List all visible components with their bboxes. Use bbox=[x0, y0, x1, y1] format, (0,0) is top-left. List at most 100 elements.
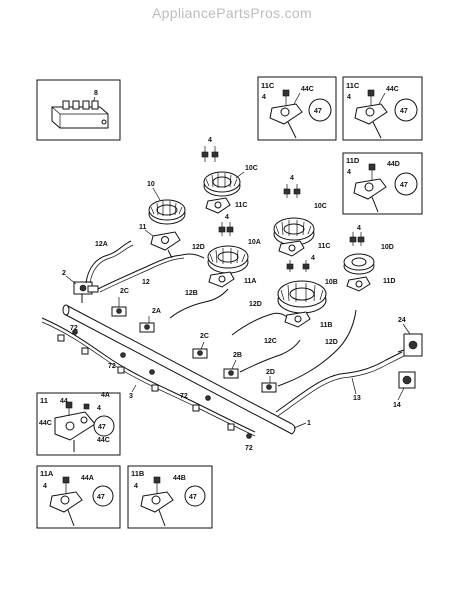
electrode-cap-icon bbox=[92, 485, 114, 507]
inset-11c-right-part: 44C bbox=[386, 86, 399, 93]
inset-11b-screw: 4 bbox=[134, 483, 138, 490]
callout-2b: 2B bbox=[233, 352, 242, 359]
gas-tube-12c bbox=[239, 339, 301, 373]
callout-10c-top: 10C bbox=[245, 165, 258, 172]
burner-10c-right bbox=[273, 217, 315, 246]
electrode-cap-icon bbox=[184, 485, 206, 507]
callout-24: 24 bbox=[398, 317, 406, 324]
inset-11d-title: 11D bbox=[346, 156, 360, 165]
igniter-11c-top bbox=[205, 197, 231, 214]
inset-11a: 11A 4 44A 47 bbox=[36, 465, 121, 529]
inset-11: 11 44 4A 44C 44C 4 47 bbox=[36, 392, 121, 456]
screws-4-mid bbox=[218, 222, 234, 236]
igniter-icon bbox=[354, 89, 388, 139]
callout-11c-top: 11C bbox=[235, 202, 247, 209]
inset-11c-left-title: 11C bbox=[261, 81, 275, 90]
inset-11d-part: 44D bbox=[387, 161, 400, 168]
inset-11c-left-cap: 47 bbox=[314, 108, 322, 115]
orifice-holder-2d bbox=[261, 376, 277, 393]
callout-10: 10 bbox=[147, 181, 155, 188]
callout-4-top: 4 bbox=[208, 137, 212, 144]
callout-8: 8 bbox=[94, 90, 98, 97]
callout-2a: 2A bbox=[152, 308, 161, 315]
inset-11a-screw: 4 bbox=[43, 483, 47, 490]
callout-2c-right: 2C bbox=[200, 333, 209, 340]
screws-4-far-right bbox=[349, 232, 365, 246]
inset-11a-title: 11A bbox=[40, 469, 54, 478]
gas-tube-12b bbox=[169, 288, 229, 319]
inset-11c-left-part: 44C bbox=[301, 86, 314, 93]
inset-11d-screw: 4 bbox=[347, 169, 351, 176]
callout-72-d: 72 bbox=[245, 445, 253, 452]
callout-11b: 11B bbox=[320, 322, 332, 329]
callout-12d-left: 12D bbox=[192, 244, 205, 251]
gas-tube-12d-right bbox=[277, 309, 357, 387]
callout-12a: 12A bbox=[95, 241, 108, 248]
callout-14: 14 bbox=[393, 402, 401, 409]
igniter-11c-right bbox=[278, 240, 305, 257]
electrode-cap-icon bbox=[394, 172, 418, 196]
inset-11b-part: 44B bbox=[173, 475, 186, 482]
gas-tube-12 bbox=[97, 254, 185, 293]
igniter-icon bbox=[140, 476, 174, 527]
callout-2d: 2D bbox=[266, 369, 275, 376]
screws-4-lower bbox=[286, 260, 310, 272]
callout-4-lower: 4 bbox=[311, 255, 315, 262]
pressure-regulator-icon bbox=[397, 333, 423, 357]
screws-4-right bbox=[283, 184, 301, 198]
burner-10c-top bbox=[203, 171, 241, 197]
callout-12: 12 bbox=[142, 279, 150, 286]
inset-11b-cap: 47 bbox=[189, 494, 197, 501]
burner-10a bbox=[207, 245, 249, 274]
callout-2c-left: 2C bbox=[120, 288, 129, 295]
electrode-cap-icon bbox=[93, 415, 115, 437]
electrode-cap-icon bbox=[308, 98, 332, 122]
inset-11b-title: 11B bbox=[131, 469, 145, 478]
callout-4-right: 4 bbox=[290, 175, 294, 182]
gas-tube-12a bbox=[85, 240, 134, 284]
inset-11-screw: 44 bbox=[60, 398, 68, 405]
inset-11-cap: 47 bbox=[98, 424, 106, 431]
burner-10 bbox=[148, 199, 186, 225]
igniter-11b bbox=[284, 311, 311, 328]
callout-4-far-right: 4 bbox=[357, 225, 361, 232]
callout-11d: 11D bbox=[383, 278, 395, 285]
regulator-fitting-icon bbox=[398, 371, 416, 389]
igniter-icon bbox=[269, 89, 303, 139]
orifice-holder-2c-left bbox=[111, 297, 127, 317]
callout-1: 1 bbox=[307, 420, 311, 427]
callout-3: 3 bbox=[129, 393, 133, 400]
inset-11c-right-cap: 47 bbox=[400, 108, 408, 115]
inset-spark-module: 8 bbox=[36, 79, 121, 141]
callout-11: 11 bbox=[139, 224, 147, 231]
electrode-cap-icon bbox=[394, 98, 418, 122]
inset-11c-left-screw: 4 bbox=[262, 94, 266, 101]
callout-12d-mid: 12D bbox=[249, 301, 262, 308]
inset-11b: 11B 4 44B 47 bbox=[127, 465, 213, 529]
inset-11c-right-screw: 4 bbox=[347, 94, 351, 101]
callout-2: 2 bbox=[62, 270, 66, 277]
inset-11c-right: 11C 4 44C 47 bbox=[342, 76, 423, 141]
callout-10b: 10B bbox=[325, 279, 338, 286]
callout-10c-right: 10C bbox=[314, 203, 327, 210]
inset-11-screw2: 4 bbox=[97, 405, 101, 412]
screws-4-top bbox=[201, 146, 219, 162]
burner-10b bbox=[277, 280, 327, 314]
inset-11-part: 4A bbox=[101, 392, 110, 399]
inset-11c-right-title: 11C bbox=[346, 81, 360, 90]
igniter-11 bbox=[150, 231, 181, 259]
inset-11a-cap: 47 bbox=[97, 494, 105, 501]
inset-11a-part: 44A bbox=[81, 475, 94, 482]
orifice-holder-2b bbox=[223, 359, 239, 379]
wire-harness bbox=[41, 317, 256, 437]
spark-module-icon bbox=[51, 100, 109, 129]
orifice-holder-2c-right bbox=[192, 341, 208, 359]
igniter-icon bbox=[353, 163, 387, 213]
gas-tube-13 bbox=[275, 351, 405, 417]
igniter-bracket-icon bbox=[54, 401, 96, 452]
callout-12d-right: 12D bbox=[325, 339, 338, 346]
inset-11-side-a: 44C bbox=[39, 420, 52, 427]
inset-11d-cap: 47 bbox=[400, 182, 408, 189]
inset-11d: 11D 4 44D 47 bbox=[342, 152, 423, 215]
